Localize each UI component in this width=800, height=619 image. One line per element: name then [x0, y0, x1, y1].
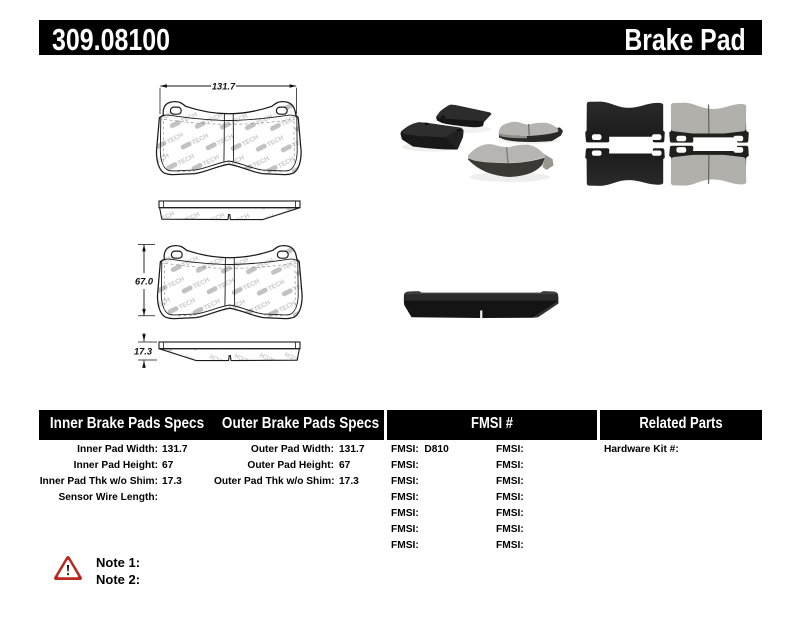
svg-text:131.7: 131.7 — [212, 81, 236, 91]
svg-text:67.0: 67.0 — [135, 277, 154, 287]
svg-text:17.3: 17.3 — [134, 347, 153, 357]
